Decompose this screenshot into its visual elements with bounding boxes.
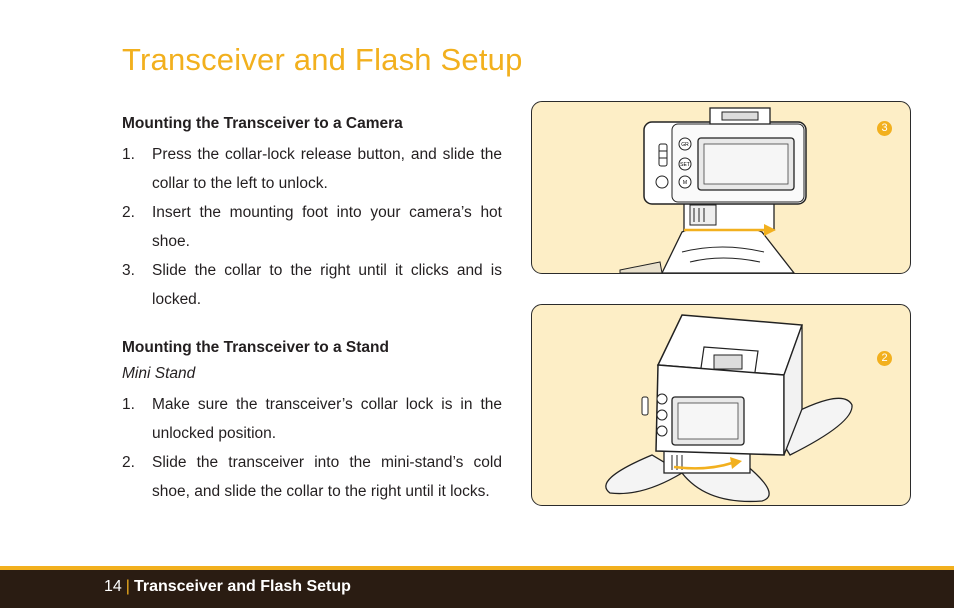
mini-stand-figure: 2 (531, 304, 911, 506)
page-number: 14 (104, 578, 122, 595)
step-number: 1. (122, 146, 135, 163)
footer-text: 14|Transceiver and Flash Setup (104, 578, 351, 596)
section-heading-camera: Mounting the Transceiver to a Camera (122, 115, 403, 132)
transceiver-on-camera-illustration: GR SET M (619, 107, 807, 273)
step-text: Make sure the transceiver’s collar lock … (152, 396, 502, 442)
step-number: 2. (122, 204, 135, 221)
button-label-set: SET (680, 162, 690, 168)
step-number: 2. (122, 454, 135, 471)
figure-step-badge: 2 (877, 351, 892, 366)
page-title: Transceiver and Flash Setup (122, 42, 523, 77)
list-item: 2. Slide the transceiver into the mini-st… (122, 448, 502, 506)
instructions-column: Mounting the Transceiver to a Camera 1. P… (122, 114, 502, 506)
list-item: 1. Press the collar-lock release button, … (122, 140, 502, 198)
list-item: 1. Make sure the transceiver’s collar loc… (122, 390, 502, 448)
footer-section-title: Transceiver and Flash Setup (133, 578, 351, 595)
footer-bar: 14|Transceiver and Flash Setup (0, 566, 954, 608)
section-subheading-mini-stand: Mini Stand (122, 365, 196, 382)
step-text: Slide the collar to the right until it c… (152, 262, 502, 308)
camera-mount-figure: GR SET M 3 (531, 101, 911, 274)
step-text: Insert the mounting foot into your camer… (152, 204, 502, 250)
list-item: 2. Insert the mounting foot into your cam… (122, 198, 502, 256)
stand-steps-list: 1. Make sure the transceiver’s collar loc… (122, 390, 502, 506)
step-text: Slide the transceiver into the mini-stan… (152, 454, 502, 500)
step-number: 1. (122, 396, 135, 413)
button-label-gr: GR (681, 142, 689, 148)
transceiver-on-mini-stand-illustration (605, 314, 853, 503)
section-heading-stand: Mounting the Transceiver to a Stand (122, 339, 389, 356)
step-text: Press the collar-lock release button, an… (152, 146, 502, 192)
step-number: 3. (122, 262, 135, 279)
footer-separator: | (125, 578, 130, 595)
button-label-m: M (683, 180, 687, 186)
camera-steps-list: 1. Press the collar-lock release button, … (122, 140, 502, 314)
figure-step-badge: 3 (877, 121, 892, 136)
list-item: 3. Slide the collar to the right until it… (122, 256, 502, 314)
